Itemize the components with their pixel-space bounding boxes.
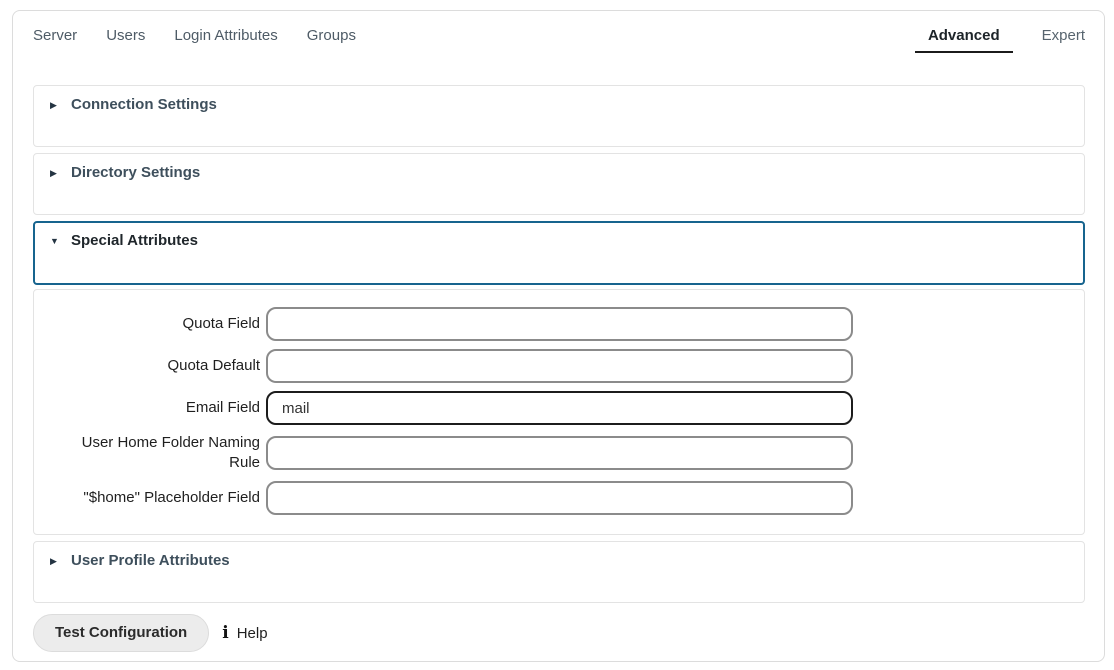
section-special-attributes[interactable]: ▼ Special Attributes (33, 221, 1085, 285)
section-title: User Profile Attributes (71, 552, 230, 569)
test-configuration-button[interactable]: Test Configuration (33, 614, 210, 652)
tab-groups[interactable]: Groups (306, 27, 356, 44)
section-connection-settings[interactable]: ▶ Connection Settings (33, 85, 1085, 147)
section-title: Connection Settings (71, 96, 217, 113)
field-row: User Home Folder Naming Rule (60, 433, 1084, 473)
tab-login-attributes[interactable]: Login Attributes (174, 27, 278, 44)
mode-tabs: Advanced Expert (914, 23, 1085, 53)
special-attributes-panel: Quota Field Quota Default Email Field Us… (33, 289, 1085, 535)
section-user-profile-attributes[interactable]: ▶ User Profile Attributes (33, 541, 1085, 603)
tab-bar: Server Users Login Attributes Groups Adv… (33, 23, 1085, 53)
section-title: Directory Settings (71, 164, 201, 181)
footer-actions: Test Configuration i Help (33, 614, 1085, 652)
tab-server[interactable]: Server (33, 27, 78, 44)
chevron-down-icon: ▼ (50, 236, 59, 246)
section-title: Special Attributes (71, 232, 198, 249)
chevron-right-icon: ▶ (50, 168, 57, 178)
section-header[interactable]: ▶ Connection Settings (50, 96, 1068, 114)
section-header[interactable]: ▶ Directory Settings (50, 164, 1068, 182)
settings-tabs: Server Users Login Attributes Groups (33, 23, 356, 44)
field-label: "$home" Placeholder Field (83, 489, 260, 506)
help-label: Help (236, 624, 268, 642)
field-row: "$home" Placeholder Field (60, 481, 1084, 515)
section-directory-settings[interactable]: ▶ Directory Settings (33, 153, 1085, 215)
help-link[interactable]: i Help (222, 622, 268, 643)
chevron-right-icon: ▶ (50, 556, 57, 566)
section-header[interactable]: ▼ Special Attributes (50, 232, 1068, 250)
tab-expert[interactable]: Expert (1041, 27, 1085, 44)
tab-advanced[interactable]: Advanced (914, 23, 1013, 53)
home-folder-naming-rule-input[interactable] (266, 436, 853, 470)
home-placeholder-field-input[interactable] (266, 481, 853, 515)
field-label: Quota Default (167, 357, 260, 374)
section-header[interactable]: ▶ User Profile Attributes (50, 552, 1068, 570)
quota-field-input[interactable] (266, 307, 853, 341)
field-row: Quota Default (60, 349, 1084, 383)
field-label: User Home Folder Naming Rule (81, 434, 260, 471)
tab-users[interactable]: Users (106, 27, 146, 44)
chevron-right-icon: ▶ (50, 100, 57, 110)
field-row: Quota Field (60, 307, 1084, 341)
email-field-input[interactable] (266, 391, 853, 425)
field-row: Email Field (60, 391, 1084, 425)
field-label: Quota Field (182, 315, 260, 332)
info-icon: i (222, 622, 229, 643)
field-label: Email Field (185, 399, 260, 416)
quota-default-input[interactable] (266, 349, 853, 383)
ldap-settings-panel: Server Users Login Attributes Groups Adv… (12, 10, 1105, 662)
